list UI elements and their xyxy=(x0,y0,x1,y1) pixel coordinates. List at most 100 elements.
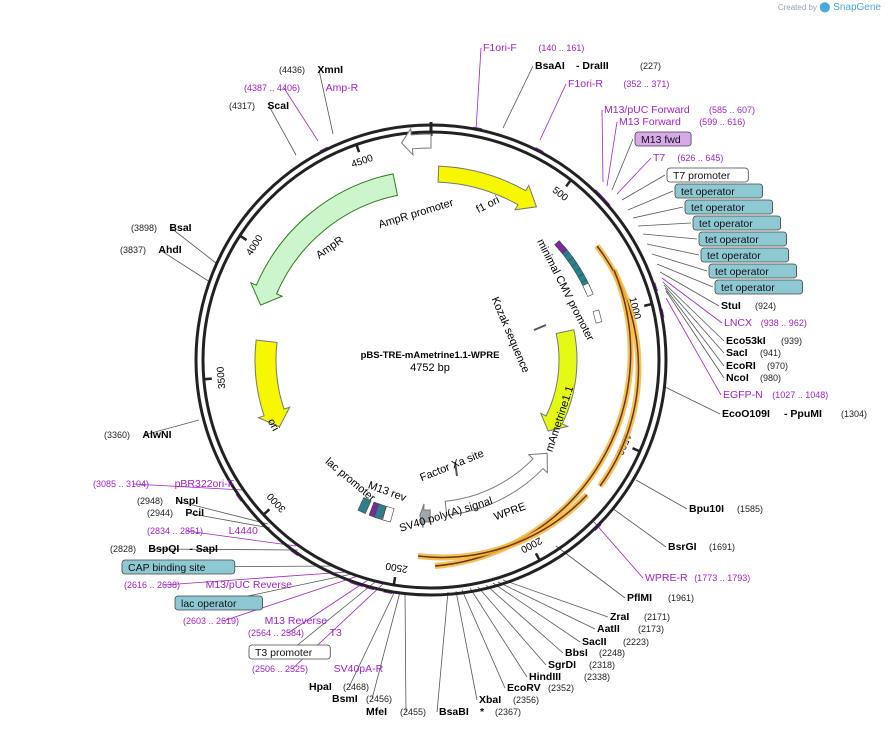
label-eco53ki[interactable]: Eco53kI(939) xyxy=(726,335,802,347)
bpu10i-text: Bpu10I xyxy=(689,503,724,515)
label-m13-puc-reverse[interactable]: M13/pUC Reverse(2616 .. 2638) xyxy=(124,579,292,591)
label-pbr322ori-f[interactable]: pBR322ori-F (3085 .. 3104) xyxy=(93,478,234,490)
label-aatii[interactable]: AatII(2173) xyxy=(597,623,664,635)
label-wpre-r[interactable]: WPRE-R(1773 .. 1793) xyxy=(645,572,750,584)
label-ecori[interactable]: EcoRI(970) xyxy=(726,360,788,372)
bspqi-position: (2828) xyxy=(110,544,136,554)
highlight-arcs xyxy=(417,244,642,569)
label-mfei[interactable]: MfeI(2455) xyxy=(366,706,426,718)
feature-sv40-poly-a-signal-arrow[interactable] xyxy=(419,503,431,528)
zrai-position: (2171) xyxy=(644,612,670,622)
bsaai-position: (227) xyxy=(640,61,661,71)
label-bsaai[interactable]: BsaAI- DraIII(227) xyxy=(535,60,661,72)
label-bspqi[interactable]: BspQI- SapI(2828) xyxy=(110,543,218,555)
sgrdi-position: (2318) xyxy=(589,660,615,670)
tet-operator-box xyxy=(700,247,789,263)
label-t7[interactable]: T7(626 .. 645) xyxy=(653,152,723,164)
ahdi-position: (3837) xyxy=(120,245,146,255)
label-ncoi[interactable]: NcoI(980) xyxy=(726,372,781,384)
leader-line xyxy=(268,105,297,156)
tet-operator-text: tet operator xyxy=(699,218,753,230)
label-scai[interactable]: ScaI(4317) xyxy=(229,100,289,112)
label-sacii[interactable]: SacII(2223) xyxy=(582,636,649,648)
label-alwni[interactable]: AlwNI(3360) xyxy=(104,429,172,441)
pbr322ori-f-text: pBR322ori-F xyxy=(175,478,235,490)
label-stui[interactable]: StuI(924) xyxy=(721,300,776,312)
label-m13-reverse[interactable]: M13 Reverse(2603 .. 2619) xyxy=(183,615,327,627)
label-t3-promoter[interactable]: T3 promoter xyxy=(248,644,331,660)
pbr322ori-f-range: (3085 .. 3104) xyxy=(93,479,149,489)
feature-mametrine1-1-arrow[interactable] xyxy=(539,329,578,432)
scale-label-3500: 3500 xyxy=(215,366,228,390)
label-ahdi[interactable]: AhdI(3837) xyxy=(120,244,182,256)
f1ori-r-range: (352 .. 371) xyxy=(623,79,669,89)
label-hpai[interactable]: HpaI(2468) xyxy=(309,681,369,693)
alwni-position: (3360) xyxy=(104,430,130,440)
label-bsmi[interactable]: BsmI(2456) xyxy=(332,693,392,705)
label-amp-r[interactable]: Amp-R(4387 .. 4406) xyxy=(244,82,359,94)
label-tet-operator[interactable]: tet operator xyxy=(700,247,789,263)
label-pcii[interactable]: PciI(2944) xyxy=(147,507,204,519)
label-lncx[interactable]: LNCX(938 .. 962) xyxy=(724,317,807,329)
label-sgrdi[interactable]: SgrDI (2318) xyxy=(548,659,615,671)
tet-operator-text: tet operator xyxy=(705,234,759,246)
label-t3[interactable]: T3(2564 .. 2584) xyxy=(248,627,342,639)
label-xmni[interactable]: XmnI(4436) xyxy=(279,64,343,76)
label-tet-operator[interactable]: tet operator xyxy=(698,231,787,247)
features xyxy=(249,127,578,528)
feature-wpre-arrow[interactable] xyxy=(444,452,548,516)
stui-position: (924) xyxy=(755,301,776,311)
label-sv40pa-r[interactable]: SV40pA-R(2506 .. 2525) xyxy=(252,663,384,675)
label-bsrgi[interactable]: BsrGI(1691) xyxy=(668,541,735,553)
scale-label-500: 500 xyxy=(550,185,570,204)
label-m13-puc-forward[interactable]: M13/pUC Forward(585 .. 607) xyxy=(604,104,755,116)
small-feature-marker xyxy=(382,506,395,523)
label-saci[interactable]: SacI(941) xyxy=(726,347,781,359)
label-tet-operator[interactable]: tet operator xyxy=(714,279,803,295)
leader-line xyxy=(163,571,347,586)
label-tet-operator[interactable]: tet operator xyxy=(684,199,773,215)
leader-line xyxy=(621,174,666,201)
label-bbsi[interactable]: BbsI(2248) xyxy=(565,647,625,659)
plasmid-name: pBS-TRE-mAmetrine1.1-WPRE xyxy=(361,350,500,361)
feature-ampr-promoter-arrow[interactable] xyxy=(400,127,432,157)
label-tet-operator[interactable]: tet operator xyxy=(692,215,781,231)
leader-line xyxy=(318,69,334,135)
label-pflmi[interactable]: PflMI(1961) xyxy=(627,592,694,604)
saci-position: (941) xyxy=(760,348,781,358)
label-egfp-n[interactable]: EGFP-N(1027 .. 1048) xyxy=(723,389,828,401)
label-nspi[interactable]: NspI(2948) xyxy=(137,495,198,507)
scale-tick-3500 xyxy=(203,377,212,381)
label-zrai[interactable]: ZraI(2171) xyxy=(610,611,670,623)
label-m13-forward[interactable]: M13 Forward(599 .. 616) xyxy=(619,116,745,128)
label-f1ori-r[interactable]: F1ori-R(352 .. 371) xyxy=(568,78,669,90)
sv40pa-r-text: SV40pA-R xyxy=(334,663,384,675)
label-bpu10i[interactable]: Bpu10I(1585) xyxy=(689,503,763,515)
leader-line xyxy=(436,591,449,713)
label-bsai[interactable]: BsaI(3898) xyxy=(131,222,192,234)
label-l4440[interactable]: L4440(2834 .. 2851) xyxy=(147,525,258,537)
label-xbai[interactable]: XbaI(2356) xyxy=(479,694,539,706)
label-f1ori-f[interactable]: F1ori-F(140 .. 161) xyxy=(483,42,584,54)
feature-ori-arrow[interactable] xyxy=(254,339,291,428)
label-tet-operator[interactable]: tet operator xyxy=(708,263,797,279)
sacii-text: SacII xyxy=(582,636,607,648)
label-t7-promoter[interactable]: T7 promoter xyxy=(666,167,749,183)
label-cap-binding-site[interactable]: CAP binding site xyxy=(121,559,236,575)
label-tet-operator[interactable]: tet operator xyxy=(674,183,763,199)
leader-line xyxy=(186,530,297,547)
aatii-position: (2173) xyxy=(638,624,664,634)
label-ecoo109i[interactable]: EcoO109I- PpuMI(1304) xyxy=(722,408,867,420)
label-hindiii[interactable]: HindIII(2338) xyxy=(529,671,610,683)
label-lac-operator[interactable]: lac operator xyxy=(174,595,263,611)
label-ecorv[interactable]: EcoRV(2352) xyxy=(507,682,574,694)
label-bsabi[interactable]: BsaBI*(2367) xyxy=(439,706,521,718)
leader-line xyxy=(637,222,692,227)
label-m13-fwd[interactable]: M13 fwd xyxy=(634,131,692,147)
feature-ampr-arrow[interactable] xyxy=(249,173,399,306)
bsaai-text: BsaAI xyxy=(535,60,565,72)
small-features xyxy=(357,240,603,523)
feature-f1-ori-arrow[interactable] xyxy=(437,165,538,211)
egfp-n-text: EGFP-N xyxy=(723,389,763,401)
sgrdi-text: SgrDI xyxy=(548,659,576,671)
